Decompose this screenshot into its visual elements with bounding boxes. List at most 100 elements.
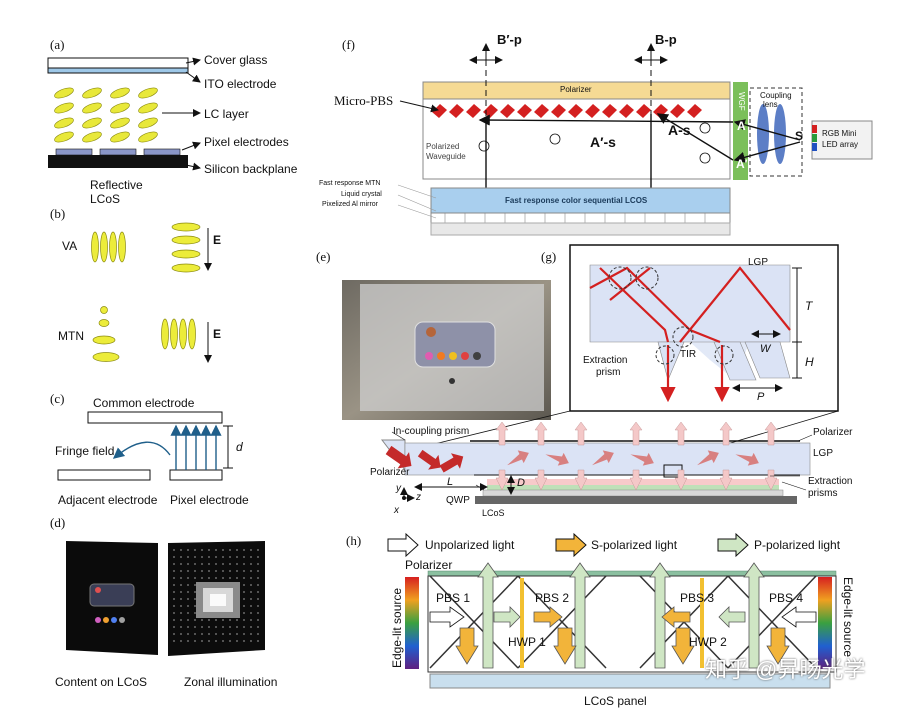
e-inner-arrows bbox=[507, 450, 759, 466]
zonal-dot bbox=[194, 612, 196, 614]
zonal-dot bbox=[236, 640, 238, 642]
zonal-dot bbox=[180, 612, 182, 614]
zonal-dot bbox=[250, 556, 252, 558]
panel-e-photo bbox=[342, 280, 551, 420]
zonal-dot bbox=[257, 577, 259, 579]
W-label: W bbox=[760, 343, 771, 355]
zonal-illumination-label: Zonal illumination bbox=[184, 675, 278, 689]
zonal-dot bbox=[243, 605, 245, 607]
zonal-dot bbox=[187, 612, 189, 614]
zonal-dot bbox=[236, 563, 238, 565]
zonal-dot bbox=[173, 570, 175, 572]
zonal-dot bbox=[257, 626, 259, 628]
h-polarizer-label: Polarizer bbox=[405, 558, 453, 572]
zonal-dot bbox=[180, 549, 182, 551]
pbs1-label: PBS 1 bbox=[436, 591, 471, 605]
tir-label: TIR bbox=[680, 349, 697, 360]
zonal-dot bbox=[180, 584, 182, 586]
unpolarized-light-label: Unpolarized light bbox=[425, 538, 515, 552]
zonal-dot bbox=[215, 549, 217, 551]
zonal-dot bbox=[194, 626, 196, 628]
zonal-dot bbox=[180, 570, 182, 572]
zonal-dot bbox=[243, 570, 245, 572]
zonal-dot bbox=[201, 556, 203, 558]
zonal-dot bbox=[243, 626, 245, 628]
zonal-dot bbox=[243, 598, 245, 600]
zonal-dot bbox=[243, 640, 245, 642]
zonal-dot bbox=[208, 640, 210, 642]
zonal-dot bbox=[173, 619, 175, 621]
zonal-dot bbox=[229, 619, 231, 621]
edge-lit-right-label: Edge-lit source bbox=[841, 577, 855, 658]
field-e-label-va: E bbox=[213, 233, 222, 247]
panel-c-tag: (c) bbox=[50, 391, 65, 406]
zonal-dot bbox=[222, 577, 224, 579]
waveguide-label-1: Polarized bbox=[426, 142, 460, 151]
zonal-dot bbox=[208, 577, 210, 579]
zonal-dot bbox=[187, 563, 189, 565]
zonal-dot bbox=[173, 605, 175, 607]
H-label: H bbox=[805, 355, 814, 369]
zonal-dot bbox=[257, 605, 259, 607]
zonal-dot bbox=[250, 598, 252, 600]
zonal-dot bbox=[180, 556, 182, 558]
zonal-dot bbox=[243, 549, 245, 551]
zonal-dot bbox=[229, 577, 231, 579]
zonal-dot bbox=[257, 640, 259, 642]
zonal-dot bbox=[201, 626, 203, 628]
axis-y-label: y bbox=[396, 483, 401, 494]
zonal-dot bbox=[229, 556, 231, 558]
zonal-dot bbox=[243, 591, 245, 593]
zonal-dot bbox=[208, 563, 210, 565]
mtn-layer-label: Fast response MTN bbox=[319, 180, 381, 187]
zonal-dot bbox=[236, 549, 238, 551]
d-label: d bbox=[236, 440, 243, 454]
g-extraction-label-2: prism bbox=[596, 367, 621, 378]
zonal-dot bbox=[173, 591, 175, 593]
panel-g-drawing bbox=[417, 244, 839, 459]
ito-electrode-label: ITO electrode bbox=[204, 77, 277, 91]
zonal-dot bbox=[215, 563, 217, 565]
zonal-dot bbox=[173, 640, 175, 642]
panel-e-schematic bbox=[380, 421, 813, 504]
zonal-dot bbox=[222, 619, 224, 621]
panel-a-tag: (a) bbox=[50, 37, 65, 52]
T-label: T bbox=[805, 299, 813, 313]
D-label: D bbox=[517, 477, 525, 489]
panel-d-drawing bbox=[66, 541, 265, 656]
zonal-dot bbox=[236, 577, 238, 579]
zonal-dot bbox=[194, 619, 196, 621]
zonal-dot bbox=[222, 633, 224, 635]
fringe-field-label: Fringe field bbox=[55, 444, 115, 458]
panel-h-tag: (h) bbox=[346, 533, 362, 548]
zonal-dot bbox=[187, 633, 189, 635]
zonal-dot bbox=[215, 626, 217, 628]
zonal-dot bbox=[180, 591, 182, 593]
zonal-dot bbox=[194, 549, 196, 551]
zonal-dot bbox=[229, 633, 231, 635]
zonal-dot bbox=[187, 549, 189, 551]
zonal-dot bbox=[222, 626, 224, 628]
zonal-dot bbox=[222, 570, 224, 572]
zonal-dot bbox=[250, 591, 252, 593]
silicon-backplane-label: Silicon backplane bbox=[204, 162, 298, 176]
zonal-dot bbox=[194, 640, 196, 642]
zonal-dot bbox=[257, 563, 259, 565]
pbs4-label: PBS 4 bbox=[769, 591, 804, 605]
zonal-dot bbox=[173, 584, 175, 586]
pixel-electrodes-label: Pixel electrodes bbox=[204, 135, 289, 149]
zonal-dot bbox=[215, 633, 217, 635]
common-electrode-label: Common electrode bbox=[93, 396, 195, 410]
zonal-dot bbox=[187, 619, 189, 621]
zonal-dot bbox=[257, 598, 259, 600]
zonal-dot bbox=[222, 563, 224, 565]
e-vertical-arrows bbox=[495, 421, 778, 491]
rgb-mini-label: RGB Mini bbox=[822, 129, 857, 138]
lcos-caption: LCoS bbox=[90, 192, 121, 206]
zonal-dot bbox=[236, 570, 238, 572]
zonal-dot bbox=[229, 549, 231, 551]
zonal-dot bbox=[194, 556, 196, 558]
a-prime-label: A′ bbox=[736, 157, 748, 171]
zonal-dot bbox=[257, 633, 259, 635]
zonal-dot bbox=[208, 549, 210, 551]
